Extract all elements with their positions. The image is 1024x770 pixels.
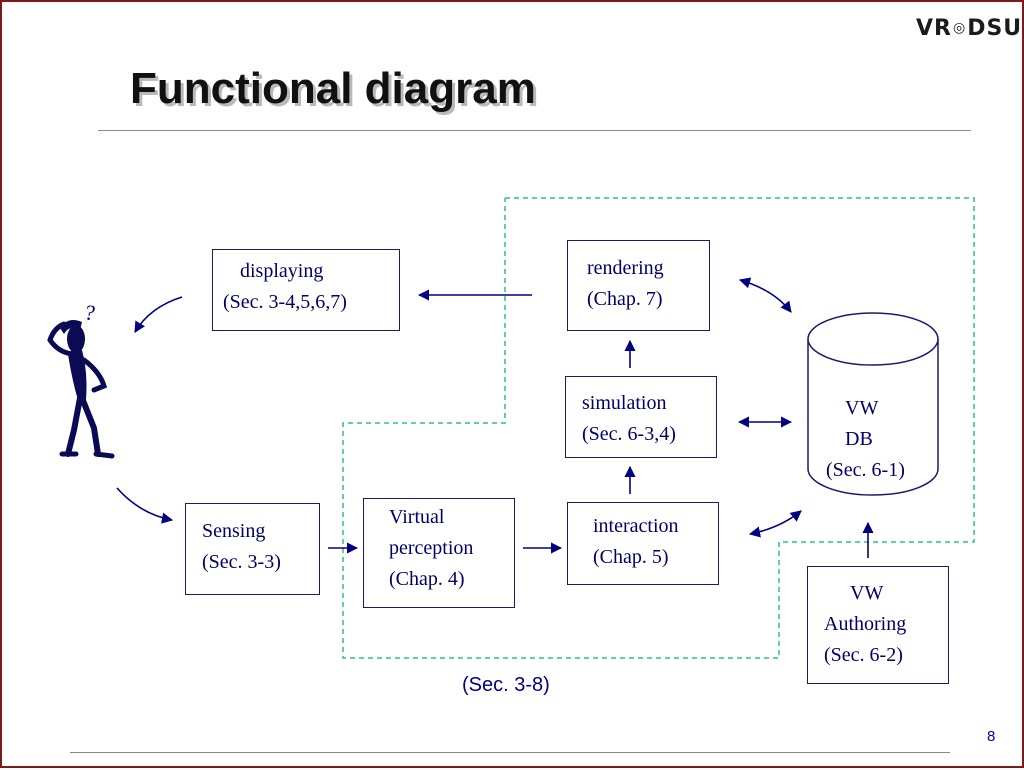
virtual-perception-box: Virtual perception (Chap. 4)	[363, 498, 515, 608]
vw-db-cylinder	[807, 312, 939, 496]
vw-authoring-box: VW Authoring (Sec. 6-2)	[807, 566, 949, 684]
thinking-person-icon	[47, 320, 115, 459]
vr-dsu-logo: VR◎DSU	[916, 16, 1022, 46]
arrow-rendering-db	[738, 277, 792, 313]
question-mark: ?	[84, 300, 95, 325]
displaying-label: displaying	[240, 260, 324, 282]
displaying-box: displaying (Sec. 3-4,5,6,7)	[212, 249, 400, 331]
logo-ring-icon: ◎	[952, 20, 967, 36]
arrow-displaying-to-user	[134, 296, 183, 333]
dashed-region-boundary	[342, 197, 975, 659]
logo-left-text: VR	[916, 16, 952, 41]
vw-authoring-ref: (Sec. 6-2)	[824, 644, 903, 666]
sensing-ref: (Sec. 3-3)	[202, 551, 281, 573]
simulation-label: simulation	[582, 392, 667, 414]
virtual-perception-label-2: perception	[389, 537, 474, 559]
rendering-label: rendering	[587, 257, 664, 279]
sensing-box: Sensing (Sec. 3-3)	[185, 503, 320, 595]
arrow-interaction-db	[748, 510, 802, 538]
footer-divider	[70, 752, 950, 753]
simulation-box: simulation (Sec. 6-3,4)	[565, 376, 717, 458]
page-number: 8	[987, 728, 996, 745]
interaction-box: interaction (Chap. 5)	[567, 502, 719, 585]
virtual-perception-label-1: Virtual	[389, 506, 445, 528]
arrow-user-to-sensing	[116, 487, 174, 524]
displaying-ref: (Sec. 3-4,5,6,7)	[223, 291, 347, 313]
vw-db-ref: (Sec. 6-1)	[826, 459, 905, 481]
vw-db-label-1: VW	[845, 397, 879, 419]
slide-title: Functional diagram	[130, 64, 536, 113]
vw-authoring-label-1: VW	[850, 582, 884, 604]
simulation-ref: (Sec. 6-3,4)	[582, 423, 676, 445]
logo-right-text: DSU	[967, 16, 1023, 41]
region-caption: (Sec. 3-8)	[462, 674, 550, 696]
interaction-label: interaction	[593, 515, 679, 537]
rendering-box: rendering (Chap. 7)	[567, 240, 710, 331]
virtual-perception-ref: (Chap. 4)	[389, 568, 465, 590]
vw-db-label-2: DB	[845, 428, 873, 450]
sensing-label: Sensing	[202, 520, 266, 542]
title-divider	[98, 130, 971, 131]
rendering-ref: (Chap. 7)	[587, 288, 663, 310]
interaction-ref: (Chap. 5)	[593, 546, 669, 568]
vw-authoring-label-2: Authoring	[824, 613, 907, 635]
